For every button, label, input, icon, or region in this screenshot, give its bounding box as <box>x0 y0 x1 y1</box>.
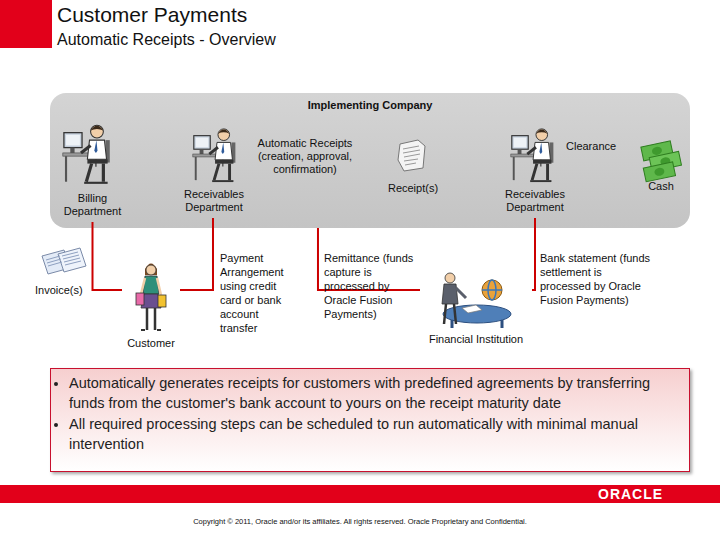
node-label: Receivables Department <box>496 188 574 214</box>
process-note: Clearance <box>566 139 636 153</box>
process-note: Automatic Receipts (creation, approval, … <box>245 137 365 176</box>
connector-label: Remittance (funds capture is processed b… <box>324 251 416 321</box>
billing-icon <box>63 125 110 183</box>
receipt-icon <box>398 140 425 171</box>
node-label: ORACLE <box>598 485 698 503</box>
node-label: Financial Institution <box>420 333 532 346</box>
customer-icon <box>136 264 166 331</box>
bullet-text: Automatically generates receipts for cus… <box>69 374 677 413</box>
corner-bar <box>0 0 52 48</box>
summary-box: Automatically generates receipts for cus… <box>50 368 690 472</box>
receivables-icon <box>511 129 554 181</box>
receivables-icon <box>193 129 236 181</box>
department-actor: Billing Department <box>55 120 130 222</box>
connector-line <box>180 218 213 290</box>
node-label: Cash <box>636 180 686 193</box>
bullet-list: Automatically generates receipts for cus… <box>51 369 689 454</box>
cash-icon <box>639 140 683 182</box>
slide-title: Customer Payments <box>57 3 247 27</box>
company-band: Implementing CompanyBilling Department Re… <box>50 93 690 228</box>
department-actor: Receivables Department <box>178 124 250 218</box>
connector-label: Payment Arrangement using credit card or… <box>220 251 296 335</box>
node-label: Billing Department <box>55 192 130 218</box>
invoice-icon <box>42 248 86 274</box>
node-label: Implementing Company <box>50 99 690 112</box>
footer-bar: ORACLE <box>0 485 720 503</box>
node-label: Receivables Department <box>178 188 250 214</box>
node-label: Receipt(s) <box>383 182 443 195</box>
bank-actor: Financial Institution <box>420 270 532 348</box>
customer-actor: Customer <box>122 262 180 352</box>
connector-label: Bank statement (funds settlement is proc… <box>540 251 655 307</box>
connector-line <box>93 222 123 290</box>
bank-icon <box>442 273 511 328</box>
connector-line <box>532 218 535 290</box>
cash-item: Cash <box>636 138 686 194</box>
copyright-note: Copyright © 2011, Oracle and/or its affi… <box>0 517 720 527</box>
department-actor: Receivables Department <box>496 124 574 218</box>
bullet-text: All required processing steps can be sch… <box>69 415 677 454</box>
connector-label: Invoice(s) <box>35 283 95 297</box>
node-label: Customer <box>117 337 185 350</box>
slide-subtitle: Automatic Receipts - Overview <box>57 30 457 49</box>
